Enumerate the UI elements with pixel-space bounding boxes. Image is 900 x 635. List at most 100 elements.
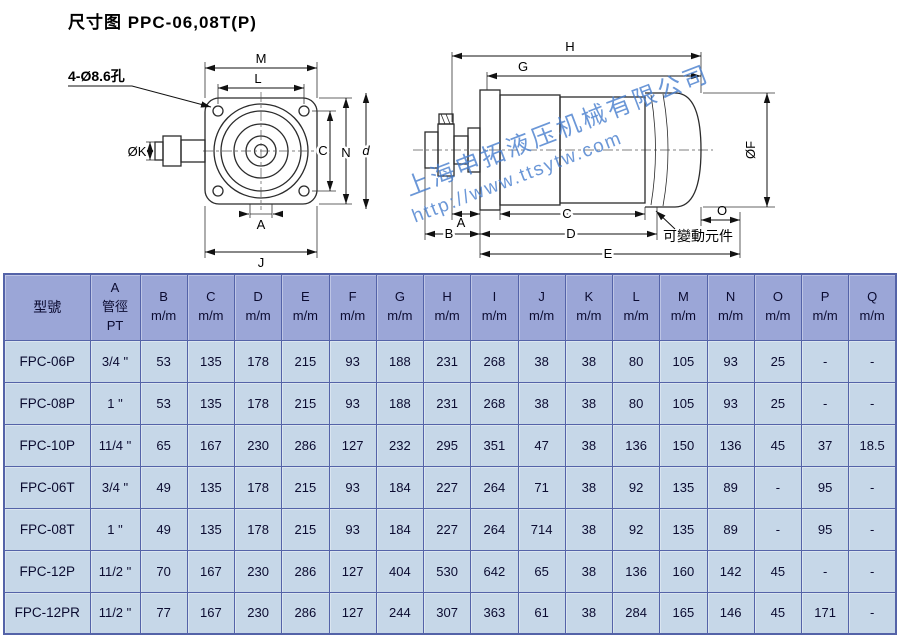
value-cell-H: 227 [422, 507, 472, 551]
value-cell-H: 231 [422, 339, 472, 383]
value-cell-E: 215 [281, 465, 330, 509]
value-cell-N: 89 [706, 465, 755, 509]
value-cell-I: 351 [470, 423, 519, 467]
value-cell-F: 93 [328, 381, 377, 425]
value-cell-I: 264 [470, 507, 519, 551]
shaft-coupling [424, 113, 481, 177]
col-header-model: 型號 [3, 273, 91, 341]
value-cell-L: 80 [611, 339, 661, 383]
page-title: 尺寸图 PPC-06,08T(P) [68, 13, 257, 32]
value-cell-P: 171 [800, 591, 850, 635]
model-cell: FPC-10P [3, 423, 91, 467]
dim-label-o-side: O [717, 203, 727, 218]
value-cell-M: 105 [659, 339, 708, 383]
value-cell-J: 714 [517, 507, 566, 551]
value-cell-E: 215 [281, 507, 330, 551]
value-cell-C: 135 [186, 381, 236, 425]
value-cell-E: 286 [281, 423, 330, 467]
pt-cell: 11/4 " [89, 423, 141, 467]
value-cell-J: 65 [517, 549, 566, 593]
value-cell-P: - [800, 549, 850, 593]
value-cell-M: 135 [659, 507, 708, 551]
value-cell-Q: - [848, 507, 897, 551]
value-cell-C: 135 [186, 339, 236, 383]
value-cell-K: 38 [564, 381, 614, 425]
value-cell-O: 45 [753, 423, 803, 467]
value-cell-J: 61 [517, 591, 566, 635]
pt-cell: 11/2 " [89, 591, 141, 635]
value-cell-F: 93 [328, 507, 377, 551]
value-cell-C: 135 [186, 465, 236, 509]
value-cell-N: 93 [706, 381, 755, 425]
variable-element [645, 92, 702, 208]
value-cell-Q: - [848, 591, 897, 635]
value-cell-I: 642 [470, 549, 519, 593]
pt-cell: 3/4 " [89, 465, 141, 509]
value-cell-B: 53 [139, 339, 188, 383]
value-cell-F: 127 [328, 423, 377, 467]
pt-cell: 3/4 " [89, 339, 141, 383]
dim-label-f-side: ØF [743, 141, 758, 159]
value-cell-D: 230 [233, 423, 283, 467]
value-cell-J: 47 [517, 423, 566, 467]
pt-cell: 1 " [89, 507, 141, 551]
model-cell: FPC-12P [3, 549, 91, 593]
model-cell: FPC-06T [3, 465, 91, 509]
side-view-drawing: H G ØF O 可變動元件 A C B D E [413, 39, 775, 264]
value-cell-G: 184 [375, 507, 425, 551]
value-cell-N: 142 [706, 549, 755, 593]
model-cell: FPC-08P [3, 381, 91, 425]
value-cell-D: 230 [233, 591, 283, 635]
value-cell-B: 77 [139, 591, 188, 635]
value-cell-D: 178 [233, 465, 283, 509]
value-cell-N: 136 [706, 423, 755, 467]
value-cell-H: 295 [422, 423, 472, 467]
value-cell-D: 178 [233, 381, 283, 425]
value-cell-P: - [800, 381, 850, 425]
value-cell-L: 80 [611, 381, 661, 425]
model-cell: FPC-12PR [3, 591, 91, 635]
value-cell-Q: - [848, 381, 897, 425]
technical-drawing-area: 尺寸图 PPC-06,08T(P) [0, 0, 900, 273]
pt-cell: 1 " [89, 381, 141, 425]
value-cell-G: 232 [375, 423, 425, 467]
value-cell-M: 150 [659, 423, 708, 467]
bolt-hole [298, 105, 310, 117]
value-cell-J: 38 [517, 339, 566, 383]
value-cell-M: 160 [659, 549, 708, 593]
value-cell-O: - [753, 465, 803, 509]
value-cell-F: 127 [328, 591, 377, 635]
dim-label-a-front: A [257, 217, 266, 232]
value-cell-Q: 18.5 [848, 423, 897, 467]
value-cell-M: 165 [659, 591, 708, 635]
value-cell-D: 178 [233, 507, 283, 551]
dim-label-j-front: J [258, 255, 265, 270]
value-cell-I: 268 [470, 339, 519, 383]
dim-label-g-side: G [518, 59, 528, 74]
value-cell-B: 49 [139, 507, 188, 551]
value-cell-P: 95 [800, 465, 850, 509]
dim-label-m-front: M [256, 51, 267, 66]
dim-label-a-side: A [457, 215, 466, 230]
value-cell-G: 244 [375, 591, 425, 635]
value-cell-E: 215 [281, 381, 330, 425]
value-cell-C: 167 [186, 549, 236, 593]
model-cell: FPC-06P [3, 339, 91, 383]
